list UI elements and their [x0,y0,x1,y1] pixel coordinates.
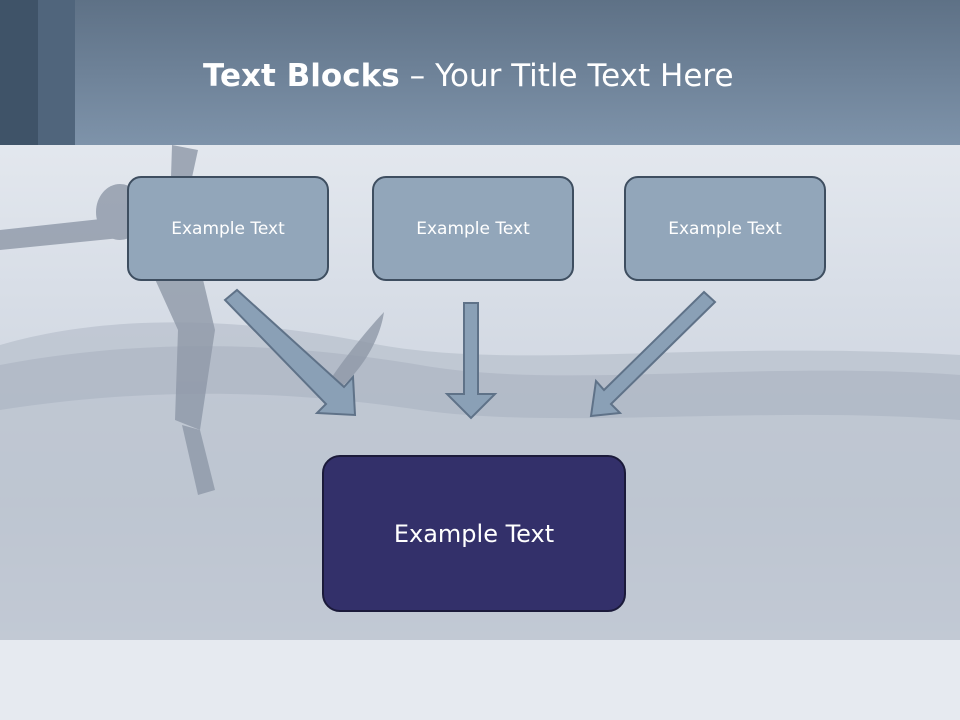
title-bar [0,0,960,145]
target-text-block-label: Example Text [393,519,555,548]
title-bold-text: Text Blocks [203,58,400,94]
header-accent-stripe [0,0,38,145]
text-block-left[interactable]: Example Text [127,176,329,281]
wave-crest [0,346,960,420]
header-accent-stripe-secondary [38,0,75,145]
arrow-left-to-target [223,288,357,417]
text-block-center-label: Example Text [416,218,530,239]
arrow-center-to-target [444,302,498,420]
title-rest-text: Your Title Text Here [435,58,734,94]
text-block-left-label: Example Text [171,218,285,239]
text-block-right[interactable]: Example Text [624,176,826,281]
arrow-right-to-target [589,290,717,418]
slide-title: Text Blocks–Your Title Text Here [203,54,734,98]
title-separator: – [409,58,426,94]
target-text-block[interactable]: Example Text [322,455,626,612]
text-block-right-label: Example Text [668,218,782,239]
text-block-center[interactable]: Example Text [372,176,574,281]
